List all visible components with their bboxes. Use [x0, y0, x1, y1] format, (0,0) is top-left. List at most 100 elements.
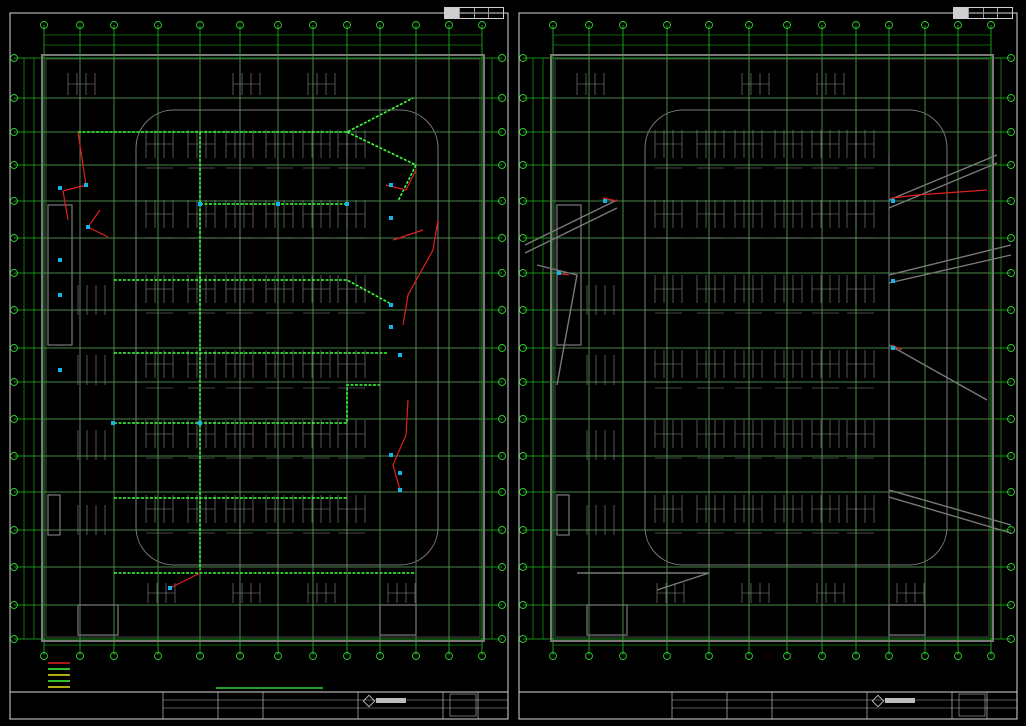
axis-bubble-icon	[519, 415, 527, 423]
axis-bubble-icon	[705, 652, 713, 660]
axis-bubble-icon	[445, 21, 453, 29]
pipe-branch-red	[87, 209, 109, 238]
device-icon	[58, 368, 62, 372]
stair-core	[47, 494, 61, 536]
sheet-border	[518, 12, 1018, 720]
axis-bubble-icon	[10, 269, 18, 277]
axis-bubble-icon	[987, 21, 995, 29]
axis-bubble-icon	[549, 21, 557, 29]
stair-core	[379, 604, 417, 636]
axis-bubble-icon	[1007, 128, 1015, 136]
stair-core	[47, 204, 73, 346]
axis-bubble-icon	[1007, 635, 1015, 643]
axis-bubble-icon	[549, 652, 557, 660]
axis-bubble-icon	[498, 128, 506, 136]
sheet-index-block	[953, 7, 1013, 19]
axis-bubble-icon	[76, 21, 84, 29]
axis-bubble-icon	[498, 161, 506, 169]
axis-bubble-icon	[663, 21, 671, 29]
axis-bubble-icon	[1007, 488, 1015, 496]
axis-bubble-icon	[478, 652, 486, 660]
axis-bubble-icon	[1007, 344, 1015, 352]
axis-bubble-icon	[10, 378, 18, 386]
axis-bubble-icon	[343, 21, 351, 29]
pipe-branch-red	[392, 399, 409, 491]
device-icon	[398, 353, 402, 357]
axis-bubble-icon	[309, 21, 317, 29]
device-icon	[84, 183, 88, 187]
smoke-duct	[888, 496, 1012, 534]
axis-bubble-icon	[10, 452, 18, 460]
sheet-index-block	[444, 7, 504, 19]
axis-bubble-icon	[498, 601, 506, 609]
stair-core	[586, 604, 628, 636]
axis-bubble-icon	[498, 488, 506, 496]
company-logo-icon	[871, 694, 885, 708]
pipe-main-green	[114, 279, 394, 306]
axis-bubble-icon	[498, 452, 506, 460]
device-icon	[398, 471, 402, 475]
axis-bubble-icon	[40, 21, 48, 29]
smoke-duct	[888, 244, 1012, 276]
axis-bubble-icon	[519, 635, 527, 643]
axis-bubble-icon	[585, 21, 593, 29]
axis-bubble-icon	[10, 563, 18, 571]
axis-bubble-icon	[705, 21, 713, 29]
axis-bubble-icon	[498, 269, 506, 277]
axis-bubble-icon	[1007, 378, 1015, 386]
axis-bubble-icon	[1007, 197, 1015, 205]
axis-bubble-icon	[519, 54, 527, 62]
pipe-branch-red	[392, 229, 424, 241]
axis-bubble-icon	[519, 526, 527, 534]
axis-bubble-icon	[498, 526, 506, 534]
axis-bubble-icon	[10, 488, 18, 496]
axis-bubble-icon	[10, 526, 18, 534]
axis-bubble-icon	[110, 21, 118, 29]
company-logo-icon	[362, 694, 376, 708]
device-icon	[198, 202, 202, 206]
axis-bubble-icon	[921, 652, 929, 660]
axis-bubble-icon	[498, 344, 506, 352]
axis-bubble-icon	[343, 652, 351, 660]
device-icon	[276, 202, 280, 206]
pipe-branch-red	[62, 131, 87, 221]
axis-bubble-icon	[885, 652, 893, 660]
axis-bubble-icon	[154, 21, 162, 29]
smoke-duct	[888, 489, 1012, 526]
device-icon	[389, 325, 393, 329]
axis-bubble-icon	[10, 344, 18, 352]
device-icon	[58, 293, 62, 297]
building-outline	[41, 54, 485, 642]
axis-bubble-icon	[445, 652, 453, 660]
axis-bubble-icon	[921, 21, 929, 29]
axis-bubble-icon	[1007, 415, 1015, 423]
axis-bubble-icon	[619, 652, 627, 660]
axis-bubble-icon	[10, 197, 18, 205]
device-icon	[398, 488, 402, 492]
smoke-duct	[524, 207, 618, 254]
stair-core	[888, 604, 926, 636]
axis-bubble-icon	[1007, 161, 1015, 169]
pipe-main-green	[114, 384, 380, 424]
axis-bubble-icon	[498, 94, 506, 102]
device-icon	[891, 199, 895, 203]
axis-bubble-icon	[519, 378, 527, 386]
pipe-main-green	[78, 97, 414, 133]
axis-bubble-icon	[412, 21, 420, 29]
axis-bubble-icon	[154, 652, 162, 660]
device-icon	[111, 421, 115, 425]
drawing-number-cell	[958, 693, 986, 717]
axis-bubble-icon	[852, 21, 860, 29]
ramp-driveway-ring	[135, 109, 439, 566]
axis-bubble-icon	[745, 652, 753, 660]
axis-bubble-icon	[376, 652, 384, 660]
title-block	[9, 691, 509, 720]
pipe-main-green	[346, 131, 418, 202]
drawing-sheet-right	[517, 5, 1019, 721]
smoke-duct	[536, 264, 578, 386]
axis-bubble-icon	[498, 306, 506, 314]
axis-bubble-icon	[412, 652, 420, 660]
axis-bubble-icon	[236, 652, 244, 660]
axis-bubble-icon	[1007, 54, 1015, 62]
device-icon	[198, 421, 202, 425]
